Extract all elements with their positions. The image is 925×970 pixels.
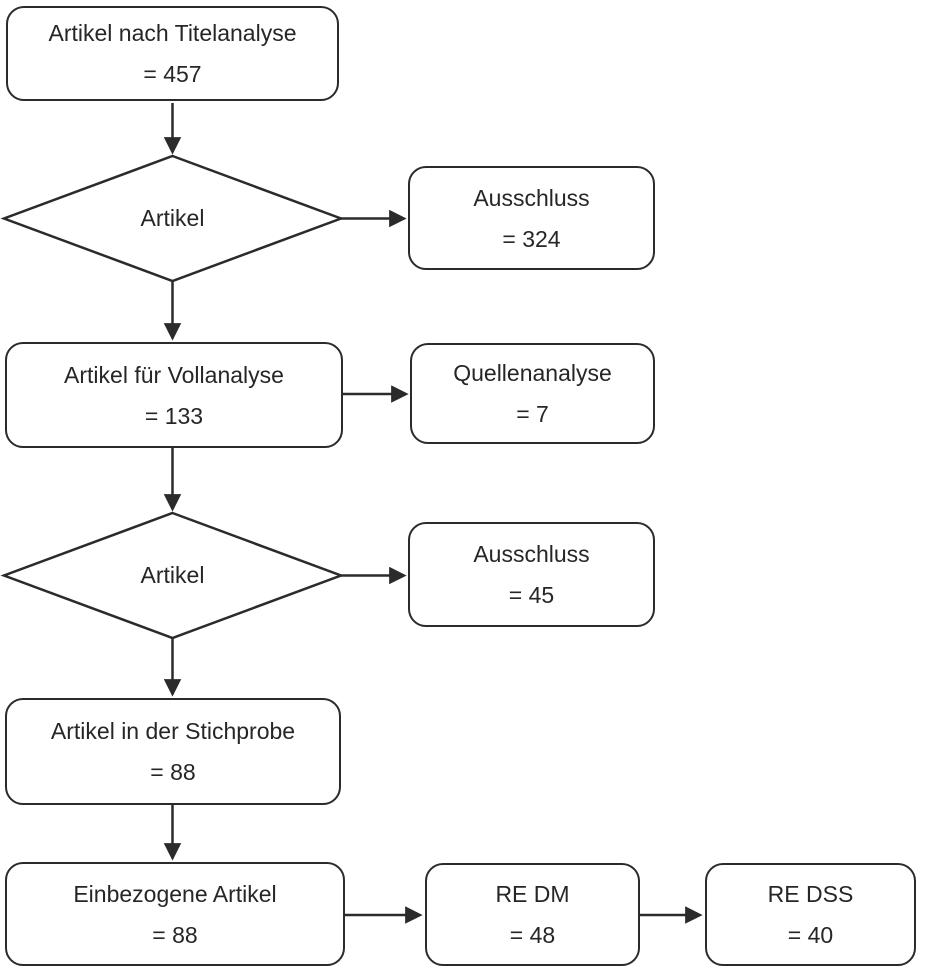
node-value: = 40 [787,922,834,948]
node-value: = 7 [516,401,549,427]
node-quellenanalyse: Quellenanalyse = 7 [410,343,655,444]
decision-2-label: Artikel [140,562,205,588]
node-ausschluss-1: Ausschluss = 324 [408,166,655,270]
node-value: = 88 [150,759,196,785]
node-stichprobe: Artikel in der Stichprobe = 88 [5,698,341,805]
node-value: = 133 [144,402,204,429]
node-label: Einbezogene Artikel [73,880,277,907]
decision-1-label: Artikel [140,205,205,231]
node-label: Artikel nach Titelanalyse [48,20,297,46]
node-value: = 457 [143,61,202,87]
node-label: Ausschluss [473,541,590,567]
node-vollanalyse: Artikel für Vollanalyse = 133 [5,342,343,448]
node-label: Artikel in der Stichprobe [50,718,296,744]
node-label: RE DSS [767,881,854,907]
node-value: = 88 [152,921,198,948]
node-ausschluss-2: Ausschluss = 45 [408,522,655,627]
node-label: Quellenanalyse [453,360,612,386]
node-titelanalyse: Artikel nach Titelanalyse = 457 [6,6,339,101]
node-value: = 45 [508,582,555,608]
node-value: = 48 [509,922,556,948]
node-re-dss: RE DSS = 40 [705,863,916,966]
node-re-dm: RE DM = 48 [425,863,640,966]
node-label: RE DM [495,881,570,907]
node-einbezogene: Einbezogene Artikel = 88 [5,862,345,966]
node-value: = 324 [502,225,561,252]
node-label: Ausschluss [473,184,590,211]
node-label: Artikel für Vollanalyse [64,361,284,388]
